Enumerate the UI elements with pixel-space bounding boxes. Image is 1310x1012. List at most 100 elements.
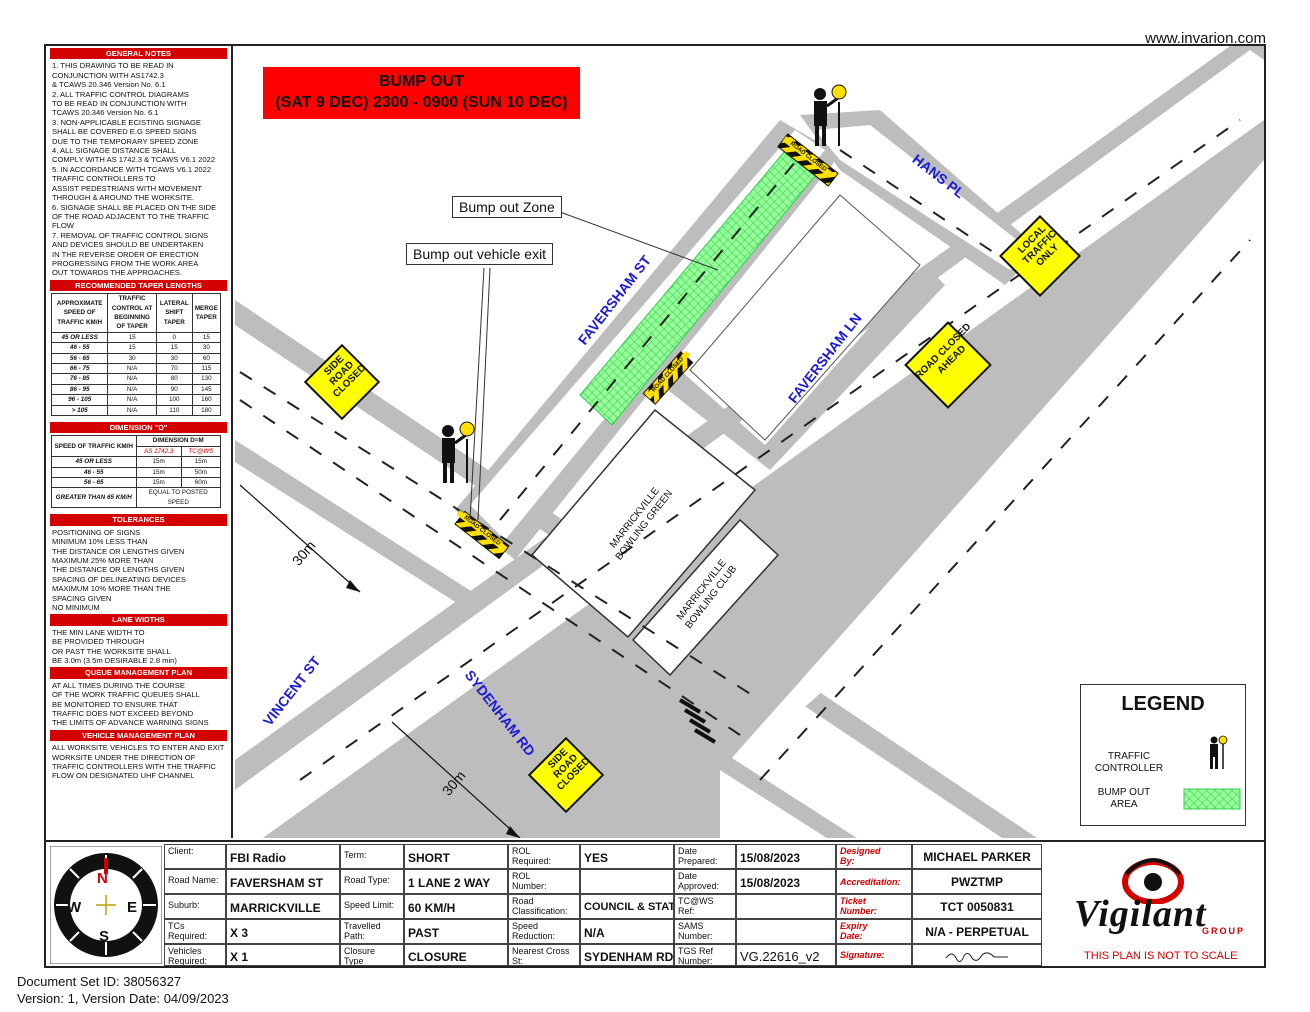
ticket-line: Ticket [840, 896, 866, 906]
tol-line: SPACING OF DELINEATING DEVICES [52, 574, 186, 584]
sign-local-traffic-only [998, 214, 1082, 298]
client-value: FBI Radio [226, 844, 340, 869]
taper-cell: 30 [191, 342, 222, 354]
legend-line: CONTROLLER [1094, 763, 1164, 774]
travelled-path-value: PAST [404, 919, 508, 944]
taper-cell: 110 [155, 404, 193, 417]
rol-required-value: YES [580, 844, 674, 869]
taper-cell: 100 [155, 394, 193, 406]
gn-line: ASSIST PEDESTRIANS WITH MOVEMENT [52, 183, 203, 193]
traffic-controller-icon [814, 84, 847, 146]
speed-limit-label: Speed Limit: [340, 894, 404, 919]
notes-panel: GENERAL NOTES 1. THIS DRAWING TO BE READ… [46, 46, 233, 838]
date-prepared-value: 15/08/2023 [736, 844, 836, 869]
dim-cell: 45 OR LESS [51, 456, 137, 468]
taper-cell: 86 - 95 [50, 383, 109, 396]
vp-line: TRAFFIC CONTROLLERS WITH THE TRAFFIC [52, 762, 216, 772]
taper-cell: 15 [107, 342, 157, 354]
designed-line: By: [840, 856, 855, 866]
dappr-line: Date [678, 871, 698, 881]
distance-arrow-south [391, 721, 521, 838]
taper-cell: 76 - 85 [50, 373, 109, 385]
veh-label-line: Vehicles [168, 946, 202, 956]
rol-num-line: ROL [512, 871, 531, 881]
expiry-line: Expiry [840, 921, 868, 931]
taper-cell: N/A [107, 383, 157, 396]
document-set-id: Document Set ID: 38056327 [17, 974, 182, 989]
vp-line: FLOW ON DESIGNATED UHF CHANNEL [52, 771, 195, 781]
tcs-label-line: TCs [168, 921, 185, 931]
tpath-label-line: Travelled [344, 921, 381, 931]
tgs-ref-value: VG.22616_v2 [736, 944, 836, 966]
compass [50, 846, 162, 964]
callout-bump-out-zone: Bump out Zone [452, 196, 562, 218]
dimension-d-header: DIMENSION "D" [50, 422, 227, 434]
cross-line: St: [512, 956, 524, 966]
sams-value [736, 919, 836, 944]
compass-n: N [97, 870, 108, 887]
logo-subtext: GROUP [1202, 926, 1246, 936]
taper-col-speed: APPROXIMATE SPEED OF TRAFFIC KM/H [50, 293, 109, 333]
faversham-ln-kerb [655, 265, 945, 470]
tgs-line: TGS Ref [678, 946, 714, 956]
tol-line: THE DISTANCE OR LENGTHS GIVEN [52, 565, 185, 575]
vp-line: WORKSITE UNDER THE DIRECTION OF [52, 752, 196, 762]
taper-cell: 66 - 75 [50, 362, 109, 375]
sams-line: Number: [678, 931, 713, 941]
banner-line2: (SAT 9 DEC) 2300 - 0900 (SUN 10 DEC) [275, 94, 568, 111]
tcref-line: Ref: [678, 906, 695, 916]
taper-cell: N/A [107, 373, 157, 385]
sign-side-road-closed-1 [303, 343, 381, 421]
traffic-controller-icon [1210, 735, 1228, 769]
dim-cell: 46 - 55 [51, 466, 137, 479]
legend-line: TRAFFIC [1107, 751, 1151, 762]
road-type-value: 1 LANE 2 WAY [404, 869, 508, 894]
dprep-line: Date [678, 846, 698, 856]
suburb-value: MARRICKVILLE [226, 894, 340, 919]
taper-cell: 80 [155, 373, 193, 385]
rol-req-line: Required: [512, 856, 552, 866]
tol-line: MAXIMUM 10% MORE THAN THE [52, 584, 171, 594]
signature-box [912, 944, 1042, 966]
taper-cell: 45 OR LESS [50, 331, 109, 344]
road-name-label: Road Name: [164, 869, 226, 894]
taper-cell: 15 [155, 342, 193, 354]
taper-cell: 145 [191, 383, 222, 396]
gn-line: SHALL BE COVERED E.G SPEED SIGNS [52, 127, 197, 137]
dim-cell: 56 - 65 [51, 477, 137, 489]
gn-line: 7. REMOVAL OF TRAFFIC CONTROL SIGNS [52, 230, 209, 240]
accreditation-label: Accreditation: [836, 869, 912, 894]
dim-sub-tc: TC@WS [180, 445, 222, 458]
bump-out-banner: BUMP OUT (SAT 9 DEC) 2300 - 0900 (SUN 10… [263, 67, 580, 119]
tol-line: THE DISTANCE OR LENGTHS GIVEN [52, 546, 185, 556]
bowling-club [631, 518, 780, 677]
gn-line: OF THE ROAD ADJACENT TO THE TRAFFIC [52, 211, 209, 221]
dim-cell: 15m [135, 466, 182, 479]
gn-line: IN THE REVERSE ORDER OF ERECTION [52, 249, 199, 259]
bowling-green [530, 408, 757, 639]
vehicle-plan-header: VEHICLE MANAGEMENT PLAN [50, 729, 227, 742]
gn-line: 5. IN ACCORDANCE WITH TCAWS V6.1 2022 [52, 164, 212, 174]
callout-bump-out-vehicle-exit: Bump out vehicle exit [406, 243, 554, 265]
queue-plan-header: QUEUE MANAGEMENT PLAN [50, 667, 227, 679]
gn-line: CONJUNCTION WITH AS1742.3 [52, 70, 164, 80]
qp-line: OF THE WORK TRAFFIC QUEUES SHALL [52, 690, 200, 700]
drawing-frame [44, 44, 1266, 968]
zone-leader-line [559, 211, 719, 271]
qp-line: THE LIMITS OF ADVANCE WARNING SIGNS [52, 718, 209, 728]
